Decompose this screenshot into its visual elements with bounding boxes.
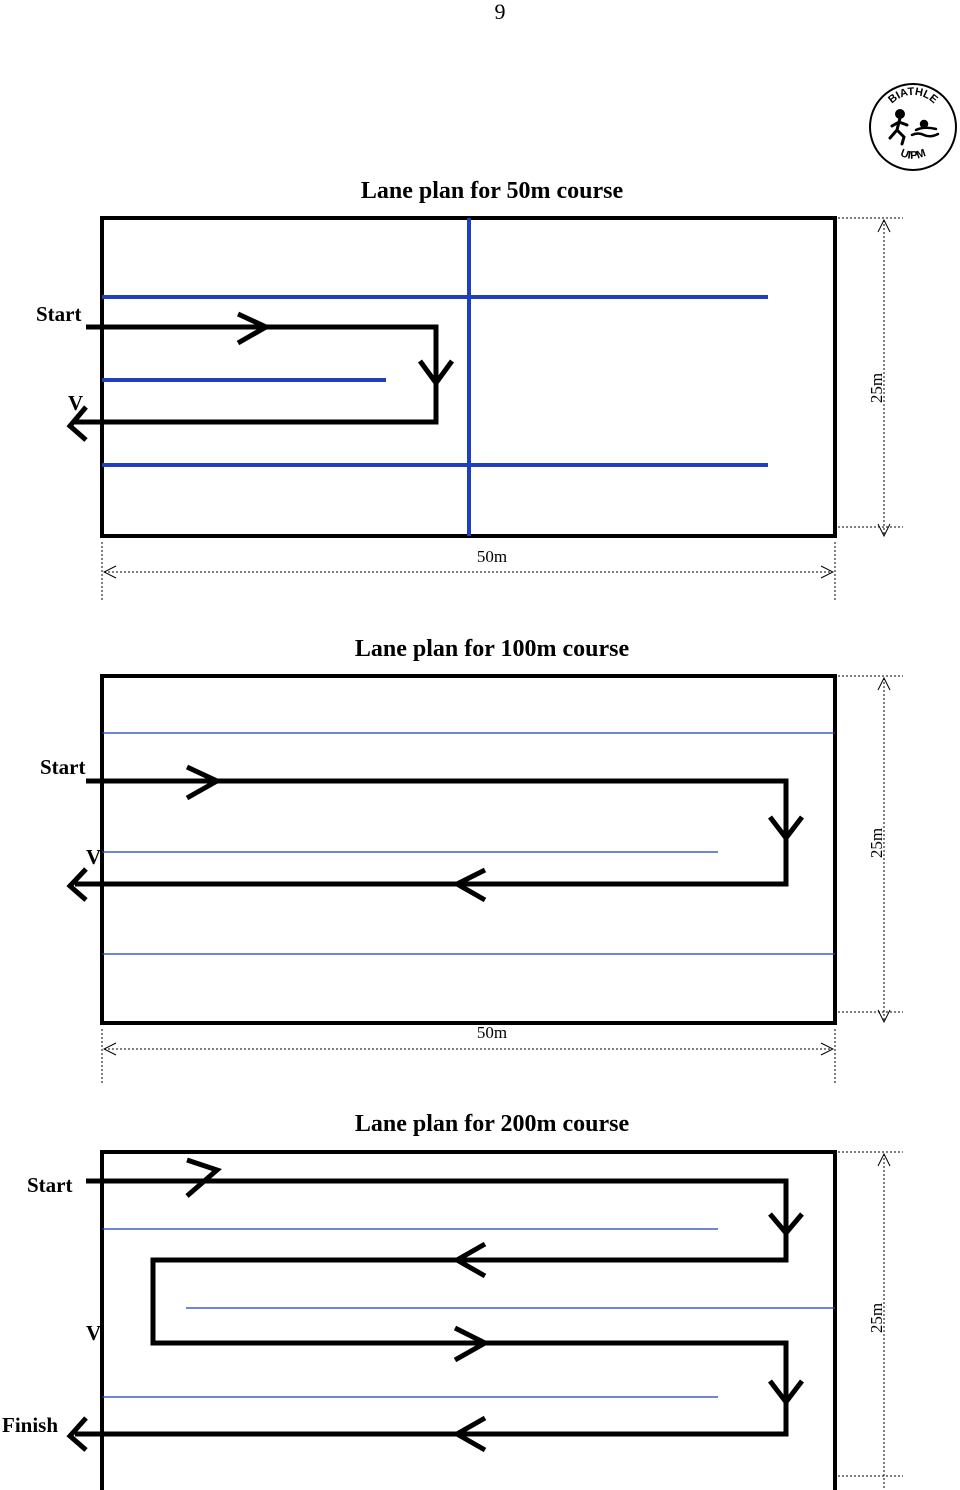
swim-route [66, 764, 804, 903]
pool-outline [100, 674, 837, 1025]
svg-text:BIATHLE: BIATHLE [886, 86, 940, 106]
start-label: Start [27, 1173, 73, 1197]
height-dimension [838, 675, 903, 1022]
height-label: 25m [867, 373, 886, 403]
lane-plan-100m: Lane plan for 100m course Start V 50m 25… [40, 636, 903, 1083]
biathle-logo: BIATHLE UIPM [869, 83, 957, 171]
width-dimension [101, 1029, 836, 1083]
turn-marker: V [86, 1321, 101, 1345]
width-label: 50m [477, 547, 507, 566]
start-label: Start [36, 302, 82, 326]
height-dimension [838, 217, 903, 536]
width-label: 50m [477, 1023, 507, 1042]
turn-marker: V [68, 391, 83, 415]
pool-outline [100, 1150, 837, 1490]
lane-plan-200m: Lane plan for 200m course Start V Finish… [2, 1111, 903, 1490]
lane-ropes [102, 732, 835, 955]
lane-ropes [102, 1228, 835, 1398]
turn-marker: V [86, 845, 101, 869]
logo-top-text: BIATHLE [886, 86, 940, 106]
height-dimension [838, 1151, 903, 1488]
start-label: Start [40, 755, 86, 779]
lane-plan-50m: Lane plan for 50m course Start V 50m 25m [36, 178, 903, 600]
height-label: 25m [867, 828, 886, 858]
finish-label: Finish [2, 1413, 58, 1437]
swim-route [66, 311, 455, 442]
width-dimension [101, 542, 836, 600]
svg-text:UIPM: UIPM [899, 147, 928, 162]
runner-icon [888, 109, 909, 146]
lane-ropes [102, 218, 768, 536]
diagram-title-50m: Lane plan for 50m course [361, 178, 624, 204]
swim-route [66, 1157, 804, 1453]
logo-bottom-text: UIPM [899, 147, 928, 162]
height-label: 25m [867, 1303, 886, 1333]
diagram-title-200m: Lane plan for 200m course [355, 1111, 630, 1137]
diagram-title-100m: Lane plan for 100m course [355, 636, 630, 662]
page-number: 9 [494, 0, 506, 24]
swimmer-icon [910, 119, 940, 138]
